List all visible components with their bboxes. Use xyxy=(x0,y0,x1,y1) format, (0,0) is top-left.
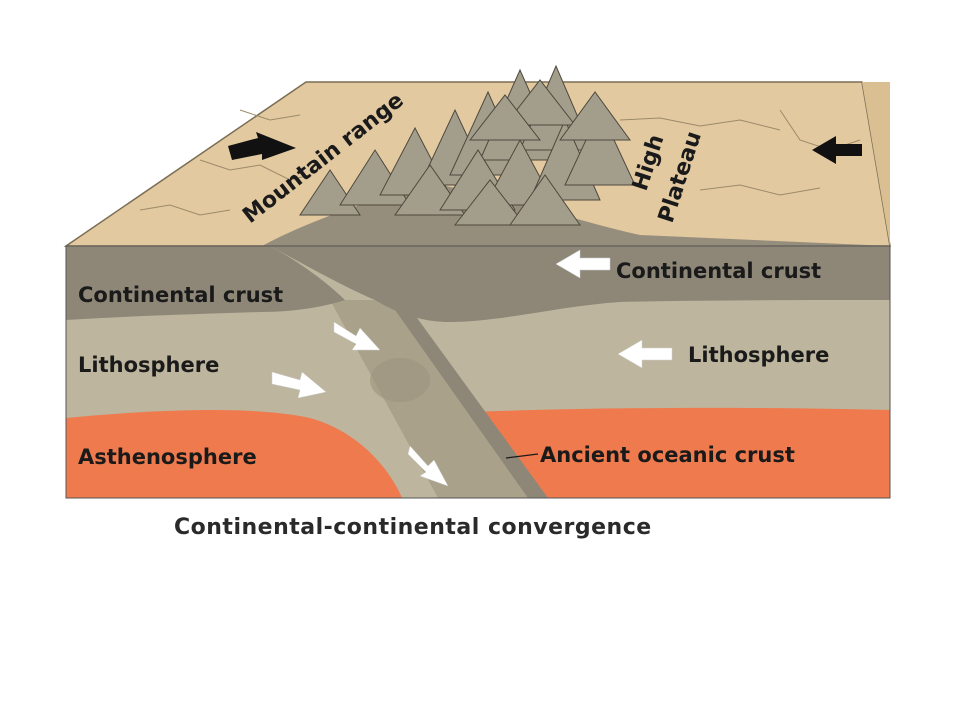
white-arrow-slab-lower-icon xyxy=(407,445,449,487)
oceanic-crust-leader-line xyxy=(505,453,539,459)
asthenosphere-left xyxy=(66,410,402,498)
label-lithosphere-right: Lithosphere xyxy=(688,343,829,367)
white-arrow-lithosphere-right-icon xyxy=(617,339,673,369)
asthenosphere-right xyxy=(470,407,890,498)
continental-crust-right xyxy=(270,246,890,322)
ancient-oceanic-crust-slab xyxy=(388,300,548,498)
surface-arrow-right-icon xyxy=(812,136,862,164)
block-right-face xyxy=(862,82,890,246)
white-arrow-lithosphere-left-icon xyxy=(271,371,327,399)
label-continental-crust-right: Continental crust xyxy=(616,259,821,283)
surface-arrow-left-icon xyxy=(228,132,296,160)
white-arrow-crust-icon xyxy=(555,249,611,279)
block-outline xyxy=(65,245,891,499)
label-continental-crust-left: Continental crust xyxy=(78,283,283,307)
white-arrow-slab-upper-icon xyxy=(333,321,381,351)
diagram-caption: Continental-continental convergence xyxy=(174,515,652,540)
label-asthenosphere: Asthenosphere xyxy=(78,445,257,469)
melt-zone xyxy=(370,358,430,402)
mountain-peaks xyxy=(299,64,636,226)
label-ancient-oceanic-crust: Ancient oceanic crust xyxy=(540,443,795,467)
continental-crust-left xyxy=(66,246,345,320)
label-lithosphere-left: Lithosphere xyxy=(78,353,219,377)
